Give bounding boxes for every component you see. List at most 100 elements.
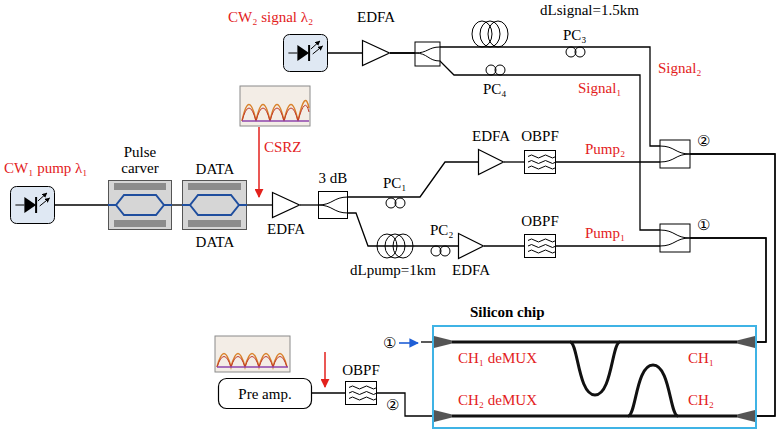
polarization-controller bbox=[386, 198, 405, 208]
amplifier-triangle: EDFA bbox=[478, 149, 504, 175]
component-label: EDFA bbox=[267, 221, 305, 237]
component-sublabel: CH₁ bbox=[688, 350, 714, 366]
fiber-link bbox=[312, 392, 345, 393]
fiber-spool bbox=[472, 21, 492, 47]
laser-source-outline bbox=[11, 187, 55, 224]
component-label: EDFA bbox=[472, 128, 510, 144]
laser-source-shape bbox=[10, 186, 55, 224]
polarization-controller bbox=[395, 198, 405, 208]
fiber-spool bbox=[377, 234, 413, 258]
bandpass-filter-shape bbox=[524, 234, 556, 258]
component-sublabel: CH₂ bbox=[688, 392, 714, 408]
annotation-label: PC₁ bbox=[383, 175, 407, 191]
fiber-link bbox=[55, 204, 108, 205]
fiber-link bbox=[390, 53, 766, 342]
amplifier-triangle: EDFA bbox=[362, 40, 390, 66]
amplifier-triangle-shape bbox=[362, 40, 390, 66]
amplifier-triangle-outline bbox=[479, 150, 504, 175]
fiber-coupler-shape bbox=[318, 191, 348, 219]
eye-diagram-inset bbox=[240, 86, 310, 126]
fiber-link bbox=[328, 52, 362, 53]
amplifier-triangle: EDFA bbox=[272, 192, 300, 218]
fiber-spool bbox=[377, 234, 397, 258]
silicon-chip: Silicon chipCH₁ deMUXCH₁CH₂ deMUXCH₂ bbox=[432, 325, 757, 429]
eye-diagram-inset bbox=[217, 354, 287, 368]
fiber-link bbox=[348, 213, 458, 246]
polarization-controller bbox=[486, 65, 505, 75]
laser-source: CW₂ signal λ₂ bbox=[283, 34, 328, 72]
bandpass-filter-outline bbox=[525, 235, 557, 258]
fiber-link bbox=[377, 393, 432, 416]
fiber-link bbox=[504, 161, 524, 162]
laser-source-shape bbox=[283, 34, 328, 72]
eye-diagram-inset bbox=[242, 105, 309, 121]
component-label: EDFA bbox=[452, 262, 490, 278]
annotation-label: ② bbox=[697, 133, 710, 149]
fiber-link bbox=[172, 204, 182, 205]
amplifier-triangle: EDFA bbox=[458, 233, 484, 259]
laser-source-outline bbox=[284, 35, 328, 72]
component-label: CW₁ pump λ₁ bbox=[4, 160, 88, 176]
bandpass-filter: OBPF bbox=[345, 381, 377, 405]
component-sublabel: DATA bbox=[196, 234, 235, 250]
component-label: Silicon chip bbox=[470, 304, 545, 320]
annotation-label: ① bbox=[697, 217, 710, 233]
component-label: CW₂ signal λ₂ bbox=[228, 9, 313, 25]
fiber-coupler: 3 dB bbox=[318, 191, 348, 219]
fiber-link bbox=[348, 162, 478, 197]
fiber-splitter bbox=[415, 42, 440, 66]
fiber-spool bbox=[385, 234, 405, 258]
mach-zehnder-modulator-shape bbox=[108, 180, 172, 230]
polarization-controller bbox=[575, 47, 585, 57]
fiber-coupler bbox=[660, 146, 690, 162]
amplifier-triangle-shape bbox=[478, 149, 504, 175]
fiber-coupler bbox=[660, 140, 690, 168]
bandpass-filter-outline bbox=[346, 382, 378, 405]
polarization-controller bbox=[495, 65, 505, 75]
fiber-link bbox=[300, 204, 318, 205]
component-sublabel: CH₂ deMUX bbox=[458, 392, 537, 408]
component-label: OBPF bbox=[521, 128, 559, 144]
fiber-spool bbox=[488, 21, 508, 47]
component-label: OBPF bbox=[521, 213, 559, 229]
silicon-chip-shape bbox=[432, 325, 757, 429]
fiber-coupler bbox=[660, 230, 690, 246]
annotation-label: Signal₁ bbox=[578, 80, 622, 96]
component-label: Pulse carver bbox=[114, 144, 166, 176]
component-label: Pre amp. bbox=[238, 386, 291, 402]
bandpass-filter: OBPF bbox=[524, 150, 556, 174]
annotation-label: Signal₂ bbox=[658, 60, 702, 76]
mach-zehnder-modulator: DATADATA bbox=[182, 180, 247, 230]
fiber-spool bbox=[480, 21, 500, 47]
pointer-arrow bbox=[258, 127, 260, 197]
port-select-arrow bbox=[399, 342, 418, 344]
annotation-label: CSRZ bbox=[264, 139, 302, 155]
mach-zehnder-modulator-shape bbox=[182, 180, 247, 230]
component-label: OBPF bbox=[342, 362, 380, 378]
eye-diagram-inset bbox=[217, 366, 288, 368]
component-sublabel: CH₁ deMUX bbox=[458, 350, 537, 366]
annotation-label: ② bbox=[386, 397, 399, 413]
annotation-label: ① bbox=[383, 335, 396, 351]
annotation-label: PC₂ bbox=[430, 222, 454, 238]
annotation-label: PC₄ bbox=[483, 81, 507, 97]
component-label: DATA bbox=[196, 161, 235, 177]
mach-zehnder-modulator-outline bbox=[182, 181, 247, 230]
annotation-label: dLsignal=1.5km bbox=[540, 2, 639, 18]
fiber-coupler-outline bbox=[318, 192, 348, 219]
laser-source: CW₁ pump λ₁ bbox=[10, 186, 55, 224]
annotation-label: Pump₁ bbox=[585, 225, 625, 241]
eye-diagram-inset bbox=[215, 336, 290, 372]
fiber-coupler bbox=[660, 224, 690, 252]
component-label: 3 dB bbox=[319, 170, 348, 186]
eye-diagram-inset bbox=[215, 336, 290, 372]
fiber-splitter bbox=[415, 42, 440, 66]
amplifier-triangle-outline bbox=[459, 234, 484, 259]
amplifier-box-outline bbox=[219, 379, 312, 409]
polarization-controller bbox=[566, 47, 585, 57]
pointer-arrow bbox=[324, 352, 326, 387]
mach-zehnder-modulator-outline bbox=[108, 181, 172, 230]
amplifier-triangle-shape bbox=[272, 192, 300, 218]
eye-diagram-inset bbox=[242, 100, 309, 121]
